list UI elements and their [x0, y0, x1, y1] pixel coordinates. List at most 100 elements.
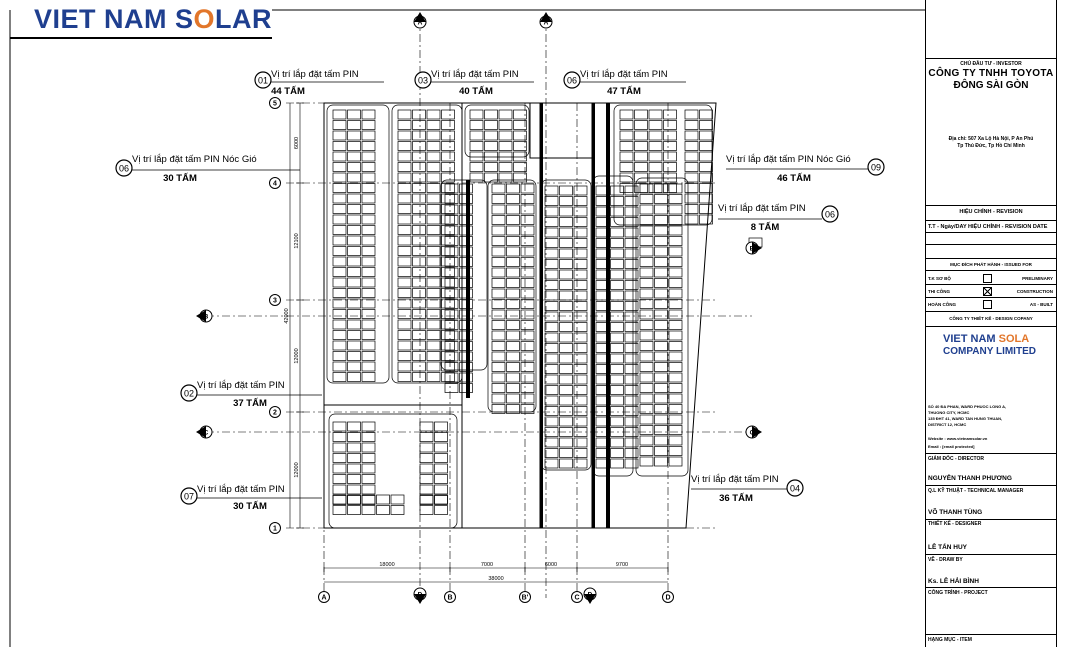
- pv-panel: [684, 141, 699, 151]
- pv-panel: [397, 141, 412, 151]
- pv-panel: [559, 416, 573, 427]
- dimension-label: 12000: [294, 462, 300, 477]
- callout-count: 44 TẤM: [271, 86, 305, 97]
- section-marker-arrow: [752, 426, 762, 438]
- grid-bubble-ring: [318, 591, 330, 603]
- grid-bubble-label: 4: [273, 181, 277, 188]
- pv-panel: [520, 299, 535, 309]
- pv-panel: [397, 120, 412, 130]
- pv-panel: [573, 343, 588, 353]
- pv-panel: [459, 299, 473, 309]
- pv-panel: [397, 151, 412, 162]
- pv-panel: [347, 120, 361, 130]
- pv-panel: [491, 404, 506, 414]
- pv-panel: [506, 257, 520, 267]
- pv-panel: [426, 246, 441, 256]
- pv-panel: [441, 120, 455, 130]
- pv-panel: [332, 495, 347, 505]
- pv-panel: [498, 151, 513, 162]
- pv-panel: [506, 330, 520, 341]
- pv-panel: [610, 238, 624, 248]
- pv-panel: [559, 458, 573, 469]
- pv-panel: [459, 351, 473, 362]
- pv-panel: [361, 120, 376, 130]
- pv-panel: [559, 217, 573, 227]
- pv-panel: [573, 406, 588, 416]
- pv-panel: [332, 453, 347, 463]
- pv-panel: [595, 448, 610, 458]
- pv-panel: [491, 372, 506, 383]
- pv-panel: [663, 120, 677, 130]
- pv-panel: [491, 257, 506, 267]
- pv-panel: [419, 474, 434, 484]
- investor-address-line1: Địa chỉ: 507 Xa Lộ Hà Nội, P An Phú: [948, 136, 1034, 142]
- pv-panel: [444, 194, 459, 204]
- pv-panel: [610, 448, 624, 458]
- preliminary-checkbox[interactable]: [983, 274, 992, 283]
- pv-panel: [361, 193, 376, 204]
- tb-divider: [926, 284, 1056, 285]
- pv-panel: [668, 288, 683, 299]
- pv-panel: [654, 330, 668, 341]
- pv-panel: [397, 319, 412, 330]
- pv-panel: [347, 463, 361, 474]
- dimension-label: 12000: [294, 348, 300, 363]
- pv-panel: [544, 290, 559, 301]
- tb-divider: [926, 270, 1056, 271]
- pv-panel: [426, 225, 441, 235]
- pv-panel: [624, 364, 639, 374]
- pv-panel: [610, 458, 624, 469]
- pv-panel: [624, 343, 639, 353]
- pv-panel: [506, 267, 520, 278]
- pv-panel: [412, 193, 426, 204]
- pv-panel: [412, 351, 426, 361]
- pv-panel: [491, 309, 506, 320]
- pv-panel: [332, 130, 347, 141]
- pv-panel: [668, 204, 683, 215]
- grid-bubble-ring: [269, 177, 281, 189]
- pv-panel: [520, 288, 535, 299]
- pv-panel: [654, 341, 668, 351]
- construction-checkbox-checked[interactable]: [983, 287, 992, 296]
- pv-panel: [469, 109, 484, 120]
- section-marker-arrow: [414, 12, 426, 22]
- pv-panel: [444, 267, 459, 278]
- pv-panel: [654, 320, 668, 330]
- pv-panel: [668, 330, 683, 341]
- pv-panel: [668, 362, 683, 372]
- company-name-line2: ĐÔNG SÀI GÒN: [953, 80, 1029, 91]
- pv-panel: [434, 432, 448, 442]
- grid-bubble-label: 2: [273, 410, 277, 417]
- callout-title: Vị trí lắp đặt tấm PIN: [691, 474, 779, 485]
- pv-panel: [559, 385, 573, 395]
- pv-panel: [444, 236, 459, 246]
- pv-panel: [397, 172, 412, 183]
- pv-panel: [684, 130, 699, 141]
- pv-panel: [610, 290, 624, 301]
- pv-panel: [441, 351, 455, 361]
- as-built-checkbox[interactable]: [983, 300, 992, 309]
- pv-panel: [654, 246, 668, 257]
- pv-panel: [361, 225, 376, 235]
- grid-bubble-label: B: [447, 595, 452, 602]
- pv-panel: [663, 151, 677, 162]
- pv-panel: [639, 435, 654, 446]
- pv-panel: [668, 267, 683, 278]
- pv-panel: [347, 193, 361, 204]
- pv-panel: [397, 162, 412, 172]
- pv-panel: [668, 341, 683, 351]
- pv-panel: [332, 183, 347, 193]
- pv-panel: [663, 172, 677, 183]
- pv-panel: [699, 193, 713, 204]
- pv-panel: [624, 290, 639, 301]
- pv-panel: [699, 172, 713, 183]
- pv-panel: [412, 141, 426, 151]
- design-address-line: THUONG CITY, HCMC: [928, 410, 970, 415]
- pv-panel: [654, 362, 668, 372]
- pv-panel: [654, 351, 668, 362]
- pv-panel: [469, 162, 484, 172]
